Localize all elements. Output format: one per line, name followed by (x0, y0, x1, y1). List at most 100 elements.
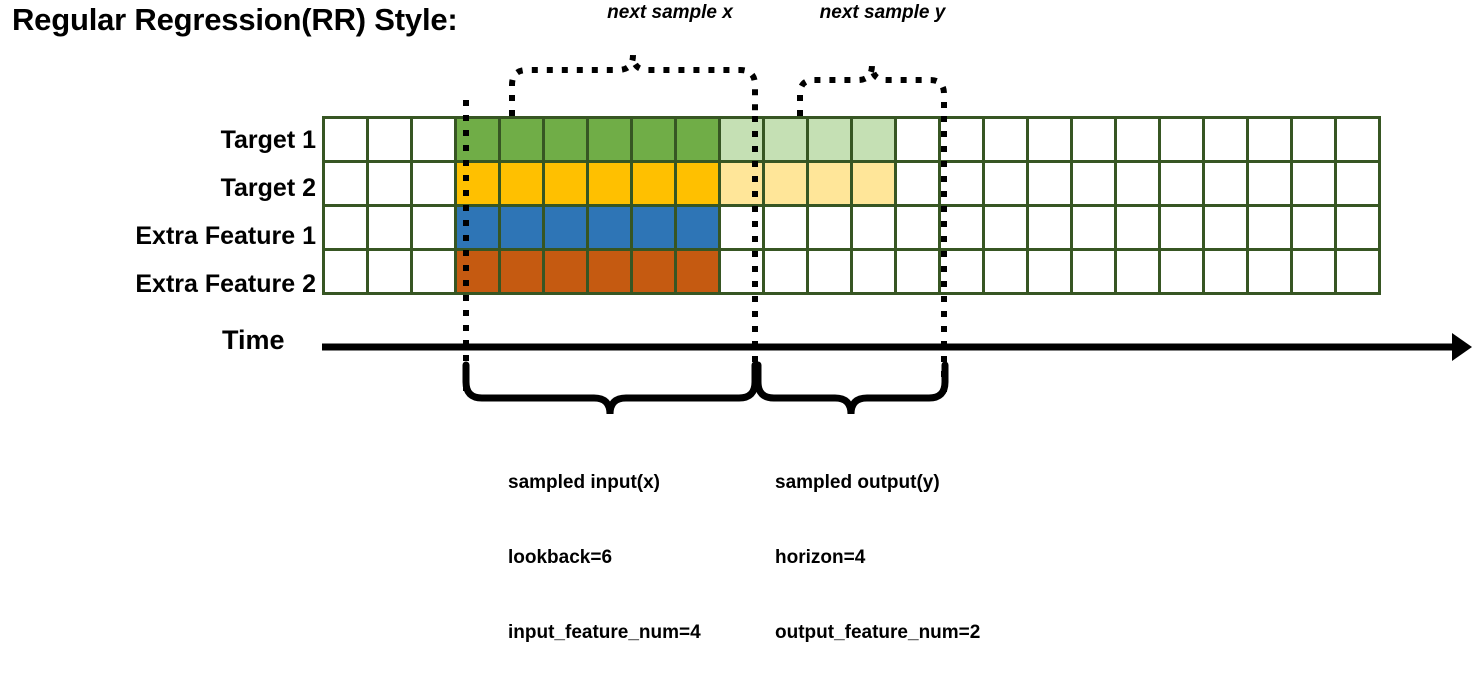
sampled-output-title: sampled output(y) (775, 472, 940, 493)
grid-cell-r1-c2 (366, 116, 410, 160)
grid-cell-r4-c7 (586, 248, 630, 295)
sampled-input-title: sampled input(x) (508, 472, 661, 493)
brace-next-sample-y (797, 64, 947, 116)
grid-cell-r1-c10 (718, 116, 762, 160)
input-feature-num: input_feature_num=4 (508, 622, 701, 643)
grid-cell-r3-c9 (674, 204, 718, 248)
row-label-extra-feature-2: Extra Feature 2 (135, 270, 316, 298)
grid-cell-r3-c17 (1026, 204, 1070, 248)
grid-cell-r1-c23 (1290, 116, 1334, 160)
grid-cell-r4-c20 (1158, 248, 1202, 295)
row-label-extra-feature-1: Extra Feature 1 (135, 222, 316, 250)
grid-cell-r1-c3 (410, 116, 454, 160)
row-label-target-2: Target 2 (220, 174, 316, 202)
grid-cell-r4-c5 (498, 248, 542, 295)
grid-cell-r3-c11 (762, 204, 806, 248)
grid-cell-r2-c6 (542, 160, 586, 204)
grid-cell-r2-c2 (366, 160, 410, 204)
grid-cell-r2-c1 (322, 160, 366, 204)
grid-cell-r1-c22 (1246, 116, 1290, 160)
grid-cell-r2-c17 (1026, 160, 1070, 204)
grid-cell-r1-c8 (630, 116, 674, 160)
grid-cell-r2-c22 (1246, 160, 1290, 204)
grid-cell-r2-c20 (1158, 160, 1202, 204)
grid-cell-r3-c5 (498, 204, 542, 248)
diagram-canvas: Regular Regression(RR) Style: next sampl… (12, 2, 1472, 643)
grid-cell-r1-c11 (762, 116, 806, 160)
brace-next-sample-x (509, 54, 758, 116)
grid-cell-r2-c19 (1114, 160, 1158, 204)
grid-cell-r2-c9 (674, 160, 718, 204)
row-label-target-1: Target 1 (220, 126, 316, 154)
brace-sampled-input (462, 361, 759, 415)
grid-cell-r4-c3 (410, 248, 454, 295)
grid-cell-r2-c21 (1202, 160, 1246, 204)
grid-cell-r3-c12 (806, 204, 850, 248)
grid-cell-r1-c16 (982, 116, 1026, 160)
grid-cell-r1-c17 (1026, 116, 1070, 160)
grid-cell-r4-c19 (1114, 248, 1158, 295)
grid-cell-r1-c21 (1202, 116, 1246, 160)
page-title: Regular Regression(RR) Style: (12, 2, 458, 37)
grid-cell-r1-c7 (586, 116, 630, 160)
output-feature-num: output_feature_num=2 (775, 622, 981, 643)
horizon-value: horizon=4 (775, 547, 866, 568)
annotation-overlay (322, 54, 1472, 415)
grid-cell-r3-c14 (894, 204, 938, 248)
grid-row-1 (322, 116, 1381, 160)
grid-cell-r3-c8 (630, 204, 674, 248)
grid-cell-r4-c2 (366, 248, 410, 295)
grid-cell-r4-c24 (1334, 248, 1381, 295)
grid-cell-r3-c21 (1202, 204, 1246, 248)
grid-cell-r1-c4 (454, 116, 498, 160)
timeseries-grid (322, 116, 1381, 295)
grid-cell-r2-c5 (498, 160, 542, 204)
grid-cell-r3-c4 (454, 204, 498, 248)
grid-cell-r1-c24 (1334, 116, 1381, 160)
grid-cell-r3-c19 (1114, 204, 1158, 248)
grid-cell-r3-c13 (850, 204, 894, 248)
grid-cell-r4-c11 (762, 248, 806, 295)
grid-cell-r1-c19 (1114, 116, 1158, 160)
grid-cell-r3-c2 (366, 204, 410, 248)
grid-cell-r4-c17 (1026, 248, 1070, 295)
grid-cell-r4-c14 (894, 248, 938, 295)
grid-cell-r4-c9 (674, 248, 718, 295)
grid-cell-r2-c11 (762, 160, 806, 204)
grid-cell-r3-c3 (410, 204, 454, 248)
grid-cell-r3-c16 (982, 204, 1026, 248)
grid-cell-r2-c14 (894, 160, 938, 204)
grid-cell-r3-c23 (1290, 204, 1334, 248)
grid-cell-r1-c9 (674, 116, 718, 160)
grid-cell-r3-c18 (1070, 204, 1114, 248)
grid-cell-r1-c6 (542, 116, 586, 160)
grid-cell-r3-c22 (1246, 204, 1290, 248)
grid-cell-r1-c1 (322, 116, 366, 160)
grid-cell-r3-c7 (586, 204, 630, 248)
grid-cell-r4-c1 (322, 248, 366, 295)
grid-cell-r4-c12 (806, 248, 850, 295)
next-sample-x-label: next sample x (607, 2, 733, 23)
grid-cell-r4-c6 (542, 248, 586, 295)
grid-cell-r3-c1 (322, 204, 366, 248)
grid-row-3 (322, 204, 1381, 248)
time-axis-arrowhead (1452, 333, 1472, 361)
grid-cell-r2-c3 (410, 160, 454, 204)
grid-cell-r2-c16 (982, 160, 1026, 204)
grid-cell-r1-c18 (1070, 116, 1114, 160)
grid-cell-r4-c13 (850, 248, 894, 295)
grid-cell-r4-c22 (1246, 248, 1290, 295)
grid-cell-r3-c6 (542, 204, 586, 248)
grid-cell-r4-c21 (1202, 248, 1246, 295)
grid-row-2 (322, 160, 1381, 204)
grid-cell-r3-c24 (1334, 204, 1381, 248)
grid-cell-r2-c23 (1290, 160, 1334, 204)
grid-cell-r2-c18 (1070, 160, 1114, 204)
grid-cell-r2-c24 (1334, 160, 1381, 204)
next-sample-y-label: next sample y (819, 2, 946, 23)
grid-cell-r1-c12 (806, 116, 850, 160)
grid-cell-r3-c20 (1158, 204, 1202, 248)
grid-cell-r2-c8 (630, 160, 674, 204)
grid-cell-r1-c14 (894, 116, 938, 160)
grid-cell-r2-c13 (850, 160, 894, 204)
